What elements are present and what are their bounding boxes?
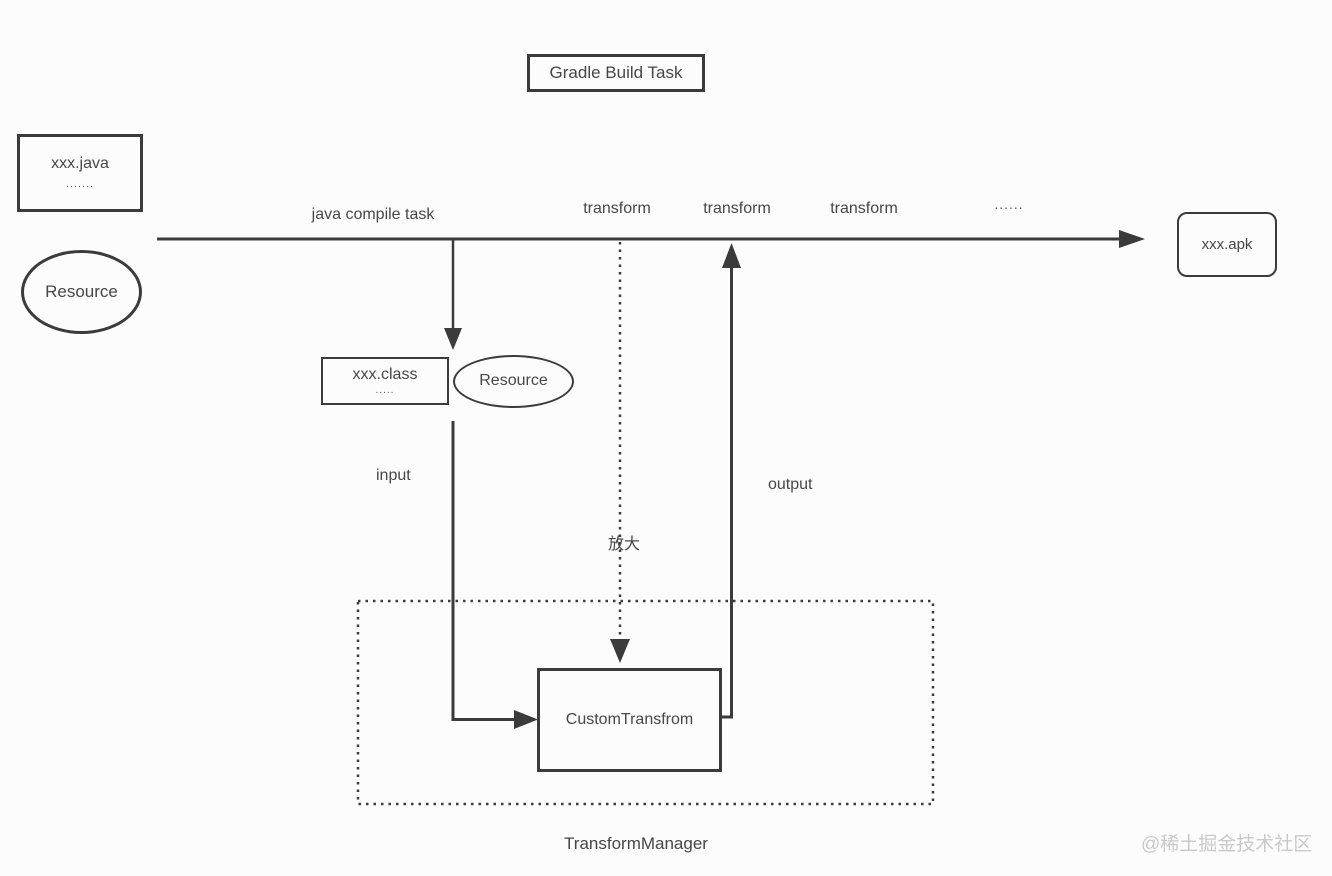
input-line bbox=[451, 421, 518, 721]
transform-label-1: transform bbox=[583, 200, 651, 217]
transform-dotted-arrowhead bbox=[610, 639, 630, 663]
gradle-build-task-label: Gradle Build Task bbox=[549, 63, 683, 83]
xxx-apk-label: xxx.apk bbox=[1201, 235, 1253, 253]
resource-left-ellipse: Resource bbox=[21, 250, 142, 334]
xxx-java-dots: ....... bbox=[65, 177, 95, 190]
custom-transform-box: CustomTransfrom bbox=[537, 668, 722, 772]
transform-manager-dotted-rect bbox=[356, 599, 935, 806]
gradle-build-task-box: Gradle Build Task bbox=[527, 54, 705, 92]
xxx-class-label: xxx.class bbox=[352, 365, 418, 383]
transform-label-2: transform bbox=[703, 200, 771, 217]
xxx-java-label: xxx.java bbox=[51, 155, 109, 173]
compile-down-arrowhead bbox=[444, 328, 462, 350]
zoom-in-label: 放大 bbox=[607, 536, 641, 553]
custom-transform-label: CustomTransfrom bbox=[565, 710, 694, 728]
input-label: input bbox=[376, 467, 411, 484]
xxx-class-box: xxx.class ..... bbox=[321, 357, 449, 405]
output-line bbox=[722, 264, 733, 719]
pipeline-ellipsis-label: ...... bbox=[994, 196, 1024, 212]
output-label: output bbox=[768, 476, 813, 493]
xxx-java-box: xxx.java ....... bbox=[17, 134, 143, 212]
resource-mid-label: Resource bbox=[479, 372, 548, 390]
xxx-apk-box: xxx.apk bbox=[1177, 212, 1277, 277]
java-compile-task-label: java compile task bbox=[311, 206, 435, 223]
input-arrowhead bbox=[514, 710, 538, 729]
watermark-text: @稀土掘金技术社区 bbox=[1141, 834, 1313, 855]
resource-left-label: Resource bbox=[45, 282, 118, 302]
xxx-class-dots: ..... bbox=[375, 384, 395, 396]
resource-mid-ellipse: Resource bbox=[453, 355, 574, 408]
transform-label-3: transform bbox=[830, 200, 898, 217]
output-arrowhead bbox=[722, 243, 741, 268]
transform-manager-label: TransformManager bbox=[564, 834, 708, 853]
main-pipeline-arrowhead bbox=[1119, 230, 1145, 248]
